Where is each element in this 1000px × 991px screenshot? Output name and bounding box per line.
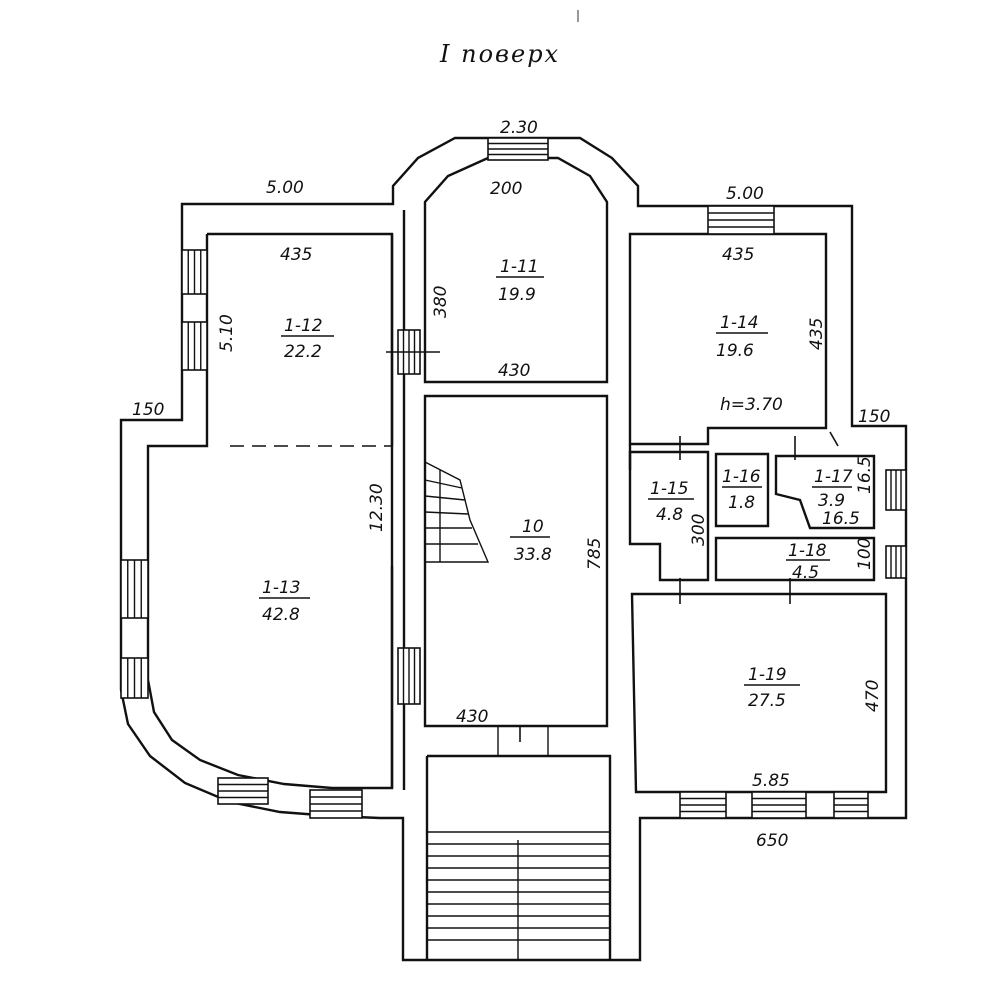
door-markers — [386, 351, 839, 742]
room-1-18-walls — [714, 536, 876, 582]
dim-left-depth: 12.30 — [367, 483, 387, 532]
room-number: 1-17 — [814, 467, 853, 487]
room-1-11-walls — [423, 156, 609, 384]
dim-bottom-width: 650 — [756, 831, 788, 851]
window — [833, 791, 869, 819]
dim-left-step: 150 — [132, 400, 164, 420]
entrance-door — [497, 726, 549, 756]
window — [217, 777, 269, 805]
dim-bay-inner: 200 — [490, 179, 522, 199]
room-number: 10 — [522, 517, 544, 537]
dim-r119-height: 470 — [863, 680, 883, 712]
floor-title: I поверх — [439, 40, 560, 68]
inner-wall-outline — [146, 234, 394, 790]
room-1-15-walls — [628, 450, 710, 582]
windows — [120, 137, 907, 819]
dimension-labels: 2.30 200 5.00 5.00 435 5.10 380 430 435 … — [132, 118, 890, 851]
room-label-1-12: 1-12 22.2 — [281, 316, 334, 362]
dim-hall-depth: 785 — [585, 538, 605, 570]
room-label-1-19: 1-19 27.5 — [744, 665, 800, 711]
dim-hall-width: 430 — [456, 707, 488, 727]
room-area: 19.9 — [498, 285, 536, 305]
room-number: 1-15 — [650, 479, 689, 499]
room-area: 4.8 — [656, 505, 683, 525]
room-area: 22.2 — [284, 342, 322, 362]
dim-r117-a: 16.5 — [855, 456, 875, 494]
dim-right-top: 5.00 — [726, 184, 764, 204]
room-label-1-18: 1-18 4.5 — [786, 541, 830, 583]
room-number: 1-13 — [262, 578, 301, 598]
window — [707, 205, 775, 235]
dim-wc-depth: 300 — [689, 514, 709, 546]
dim-r111-width: 430 — [498, 361, 530, 381]
dim-left-top: 5.00 — [266, 178, 304, 198]
room-label-1-15: 1-15 4.8 — [648, 479, 694, 525]
dim-r117-b: 16.5 — [822, 509, 860, 529]
window — [120, 657, 149, 699]
room-label-1-11: 1-11 19.9 — [496, 257, 544, 305]
room-label-1-17: 1-17 3.9 — [812, 467, 853, 511]
dim-r111-height: 380 — [431, 286, 451, 318]
dim-r114-width: 435 — [722, 245, 754, 265]
room-1-17-walls — [774, 454, 876, 530]
room-area: 4.5 — [792, 563, 819, 583]
window — [885, 469, 907, 511]
room-label-10: 10 33.8 — [510, 517, 552, 565]
dim-right-step: 150 — [858, 407, 890, 427]
room-area: 27.5 — [748, 691, 786, 711]
hall-10-walls — [423, 394, 609, 728]
dim-top-bay: 2.30 — [500, 118, 538, 138]
room-area: 33.8 — [514, 545, 552, 565]
dim-r118: 100 — [855, 538, 875, 570]
room-1-19-walls — [630, 592, 888, 794]
ceiling-height: h=3.70 — [720, 395, 783, 415]
dim-r112-width: 435 — [280, 245, 312, 265]
room-number: 1-18 — [788, 541, 827, 561]
dim-r119-width: 5.85 — [752, 771, 790, 791]
room-area: 3.9 — [818, 491, 845, 511]
window — [751, 791, 807, 819]
room-number: 1-14 — [720, 313, 759, 333]
room-label-1-16: 1-16 1.8 — [722, 467, 762, 513]
room-number: 1-11 — [500, 257, 539, 277]
room-number: 1-16 — [722, 467, 761, 487]
room-number: 1-12 — [284, 316, 323, 336]
window — [120, 559, 149, 619]
window — [397, 647, 421, 705]
room-area: 1.8 — [728, 493, 755, 513]
room-1-16-walls — [714, 452, 770, 528]
room-area: 19.6 — [716, 341, 754, 361]
window — [487, 137, 549, 161]
window — [679, 791, 727, 819]
window — [885, 545, 907, 579]
hall-staircase — [424, 461, 490, 563]
room-number: 1-19 — [748, 665, 787, 685]
window — [181, 321, 208, 371]
dim-r114-height: 435 — [807, 318, 827, 350]
room-label-1-14: 1-14 19.6 — [716, 313, 768, 361]
dim-r112-height: 5.10 — [217, 314, 237, 352]
room-area: 42.8 — [262, 605, 300, 625]
room-label-1-13: 1-13 42.8 — [259, 578, 310, 625]
window — [309, 789, 363, 819]
window — [181, 249, 208, 295]
